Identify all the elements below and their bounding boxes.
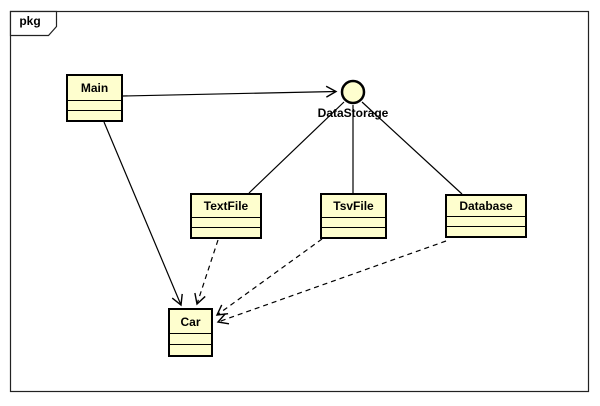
attributes-compartment	[170, 333, 211, 344]
class-box-tsvfile: TsvFile	[320, 193, 387, 239]
class-box-main: Main	[66, 74, 123, 122]
methods-compartment	[447, 226, 525, 236]
edge-datastorage-database	[361, 101, 463, 195]
edge-datastorage-textfile	[248, 101, 345, 194]
methods-compartment	[192, 227, 260, 237]
methods-compartment	[68, 110, 121, 120]
class-box-textfile: TextFile	[190, 193, 262, 239]
edge-textfile-car	[194, 239, 219, 306]
attributes-compartment	[192, 217, 260, 227]
class-box-car: Car	[168, 308, 213, 357]
class-name-textfile: TextFile	[203, 199, 249, 213]
attributes-compartment	[68, 100, 121, 110]
class-name-car: Car	[180, 314, 201, 329]
methods-compartment	[322, 227, 385, 237]
attributes-compartment	[322, 217, 385, 227]
edge-main-car	[103, 121, 183, 307]
edge-tsvfile-car	[215, 238, 323, 316]
methods-compartment	[170, 344, 211, 355]
class-name-tsvfile: TsvFile	[333, 199, 374, 213]
edge-database-car	[216, 240, 447, 325]
class-name-database: Database	[459, 199, 513, 213]
package-frame	[9, 10, 590, 393]
interface-name-label: DataStorage	[317, 106, 389, 120]
package-tab	[9, 10, 58, 37]
class-box-database: Database	[445, 194, 527, 238]
edge-main-datastorage	[122, 85, 338, 98]
package-frame-label: pkg	[19, 14, 41, 28]
attributes-compartment	[447, 216, 525, 226]
interface-circle	[340, 79, 366, 105]
class-name-main: Main	[80, 81, 109, 95]
